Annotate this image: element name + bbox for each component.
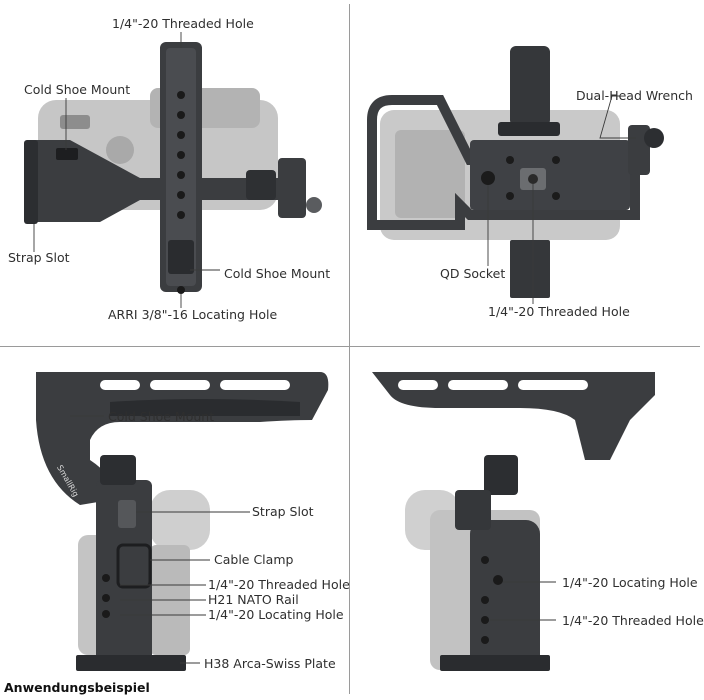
label-strap-slot-side: Strap Slot bbox=[252, 504, 314, 519]
caption-usage-example: Anwendungsbeispiel bbox=[4, 680, 150, 695]
panel-top-left: 1/4"-20 Threaded Hole Cold Shoe Mount St… bbox=[0, 0, 349, 346]
label-cable-clamp: Cable Clamp bbox=[214, 552, 294, 567]
label-threaded-hole-right: 1/4"-20 Threaded Hole bbox=[562, 613, 704, 628]
label-nato-rail: H21 NATO Rail bbox=[208, 592, 299, 607]
label-qd-socket: QD Socket bbox=[440, 266, 506, 281]
horizontal-divider bbox=[0, 346, 700, 347]
label-cold-shoe-mount-bottom: Cold Shoe Mount bbox=[224, 266, 331, 281]
label-arri-locating-hole: ARRI 3/8"-16 Locating Hole bbox=[108, 307, 278, 322]
label-dual-head-wrench: Dual-Head Wrench bbox=[576, 88, 693, 103]
panel-top-right: Dual-Head Wrench QD Socket 1/4"-20 Threa… bbox=[350, 0, 700, 346]
label-threaded-hole-side: 1/4"-20 Threaded Hole bbox=[208, 577, 350, 592]
label-cold-shoe-mount-top: Cold Shoe Mount bbox=[24, 82, 131, 97]
label-threaded-hole: 1/4"-20 Threaded Hole bbox=[112, 16, 254, 31]
label-locating-hole-side: 1/4"-20 Locating Hole bbox=[208, 607, 344, 622]
label-threaded-hole-rear: 1/4"-20 Threaded Hole bbox=[488, 304, 630, 319]
label-locating-hole-right: 1/4"-20 Locating Hole bbox=[562, 575, 698, 590]
vertical-divider bbox=[349, 4, 350, 694]
label-cold-shoe-mount: Cold Shoe Mount bbox=[108, 409, 215, 424]
panel-bottom-left: Cold Shoe Mount Strap Slot Cable Clamp 1… bbox=[0, 347, 350, 677]
panel-bottom-right: 1/4"-20 Locating Hole 1/4"-20 Threaded H… bbox=[350, 347, 704, 677]
label-strap-slot: Strap Slot bbox=[8, 250, 70, 265]
label-arca-swiss-plate: H38 Arca-Swiss Plate bbox=[204, 656, 336, 671]
